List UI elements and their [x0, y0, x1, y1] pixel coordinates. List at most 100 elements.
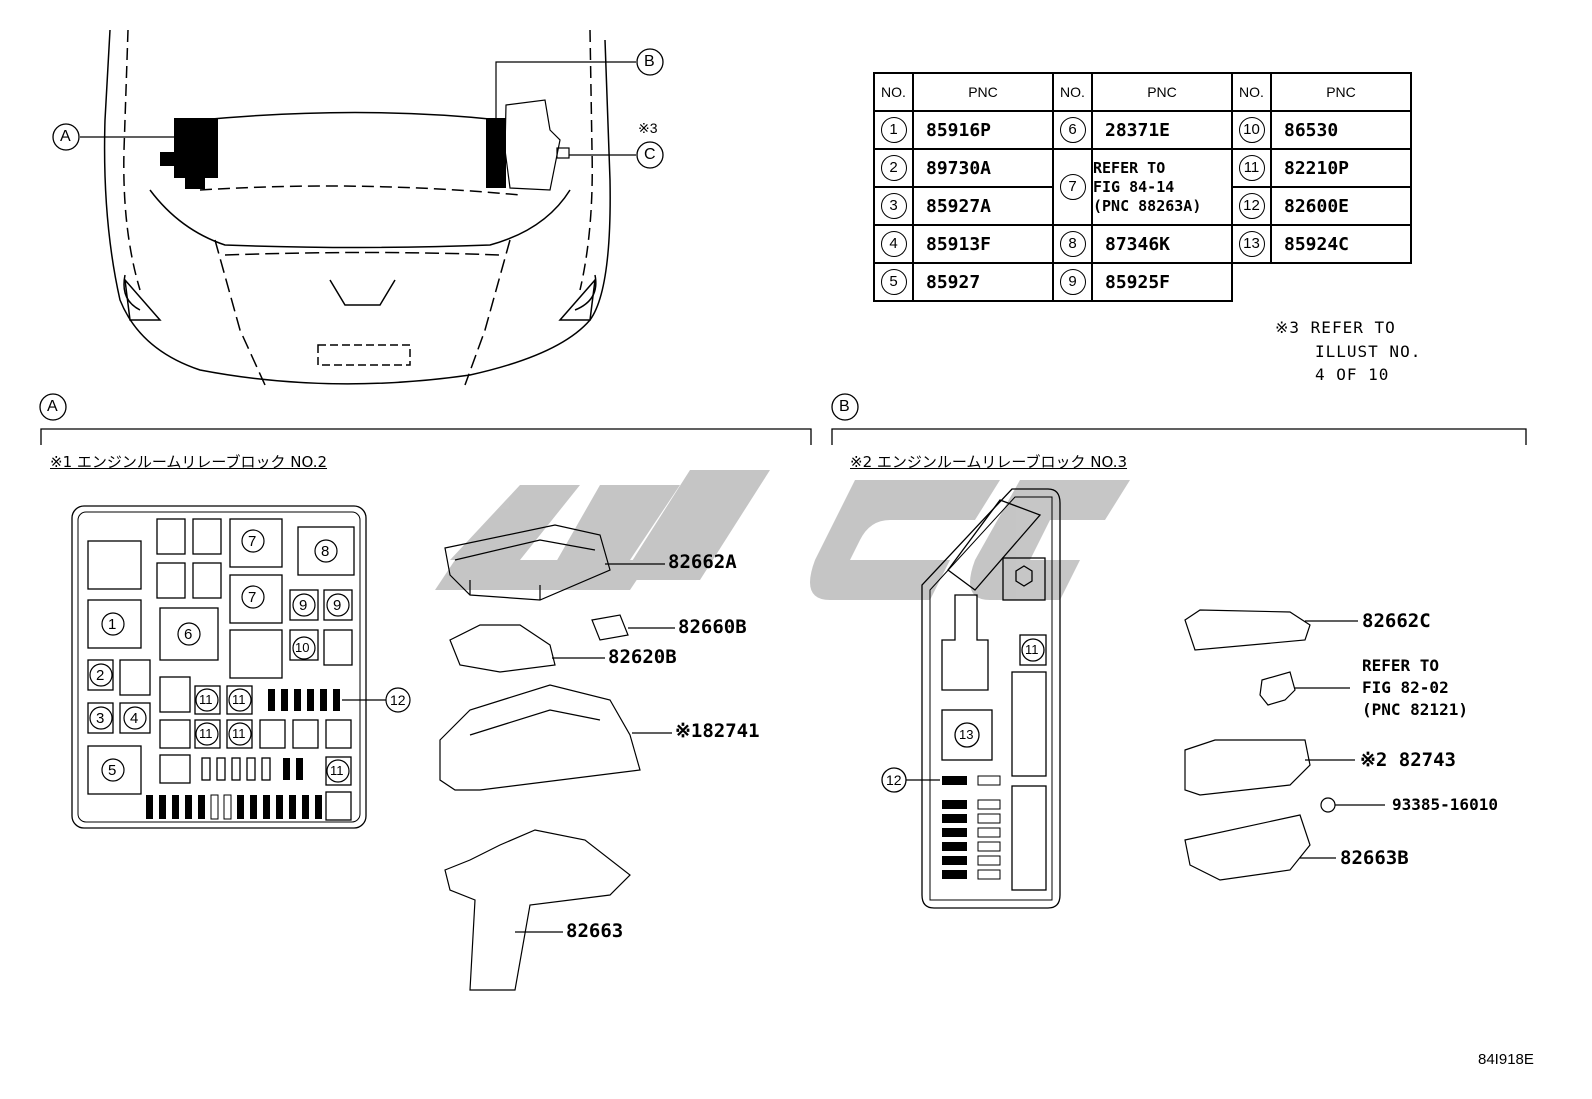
pnc-cell: 85924C: [1270, 224, 1412, 264]
part-number-82741: ※182741: [675, 720, 760, 742]
item-number: 8: [1059, 231, 1086, 257]
car-outline: [103, 29, 611, 386]
note3-line1: ※3 REFER TO: [1275, 318, 1396, 337]
part-number-82660b: 82660B: [678, 616, 747, 638]
block-label: 13: [959, 727, 974, 742]
section-b-title: ※2 エンジンルームリレーブロック NO.3: [850, 453, 1128, 471]
block-label: 9: [299, 597, 308, 614]
section-a-title: ※1 エンジンルームリレーブロック NO.2: [50, 453, 328, 471]
item-number: 4: [880, 231, 907, 257]
item-number: 1: [880, 117, 907, 143]
callout-12: 12: [886, 772, 902, 788]
note3-line2: ILLUST NO.: [1315, 342, 1422, 361]
block-label: 7: [248, 589, 257, 606]
table-row: 3 85927A 12 82600E: [873, 186, 1412, 226]
car-relay-block-a: [160, 118, 218, 189]
relay-block-no2-outline-fuses: [210, 794, 232, 820]
note3-line3: 4 OF 10: [1315, 365, 1390, 384]
item-number: 5: [880, 269, 907, 295]
table-header: PNC: [1270, 72, 1412, 112]
table-header: NO.: [1231, 72, 1272, 112]
pnc-cell-refer: REFER TO FIG 84-14 (PNC 88263A): [1091, 148, 1233, 226]
part-number-82662c: 82662C: [1362, 610, 1431, 632]
pnc-cell: 85913F: [912, 224, 1054, 264]
block-label: 11: [232, 726, 246, 741]
item-number: 13: [1238, 231, 1265, 257]
table-header-row: NO. PNC NO. PNC NO. PNC: [873, 72, 1412, 112]
part-number-82663: 82663: [566, 920, 624, 942]
pnc-cell: 89730A: [912, 148, 1054, 188]
callout-b-label: B: [644, 53, 655, 70]
table-row: 1 85916P 6 28371E 10 86530: [873, 110, 1412, 150]
block-label: 1: [108, 616, 117, 633]
section-a-parts: [439, 524, 675, 991]
table-row: 5 85927 9 85925F: [873, 262, 1411, 302]
item-number: 6: [1059, 117, 1086, 143]
pnc-cell: 82600E: [1270, 186, 1412, 226]
pnc-cell: 85925F: [1091, 262, 1233, 302]
item-number: 2: [880, 155, 907, 181]
callout-c-label: C: [644, 146, 656, 163]
callout-circles: [39, 48, 859, 421]
pnc-cell: 85927A: [912, 186, 1054, 226]
pnc-cell: 87346K: [1091, 224, 1233, 264]
pnc-cell: 28371E: [1091, 110, 1233, 150]
refer-line3: (PNC 82121): [1362, 700, 1468, 719]
part-number-93385-16010: 93385-16010: [1392, 795, 1498, 814]
table-row: 2 89730A 7 REFER TO FIG 84-14 (PNC 88263…: [873, 148, 1412, 226]
section-a-letter: A: [47, 398, 58, 415]
block-label: 9: [333, 597, 342, 614]
part-number-82662a: 82662A: [668, 551, 737, 573]
part-number-82663b: 82663B: [1340, 847, 1409, 869]
section-bars: [40, 428, 1527, 445]
block-label: 7: [248, 533, 257, 550]
block-label: 3: [96, 710, 105, 727]
block-label: 2: [96, 667, 105, 684]
pnc-cell: 85916P: [912, 110, 1054, 150]
pnc-cell: 86530: [1270, 110, 1412, 150]
section-b-letter: B: [839, 398, 850, 415]
block-label: 11: [1025, 642, 1039, 657]
table-header: NO.: [873, 72, 914, 112]
relay-block-no2: [71, 505, 367, 829]
table-row: 4 85913F 8 87346K 13 85924C: [873, 224, 1412, 264]
relay-block-no2-fuses: [146, 689, 340, 819]
block-label: 11: [330, 763, 344, 778]
block-label: 6: [184, 626, 193, 643]
block-label: 10: [295, 640, 310, 655]
callout-12: 12: [390, 692, 406, 708]
item-number: 3: [880, 193, 907, 219]
callout-leaders: [80, 61, 636, 156]
item-number: 11: [1238, 155, 1265, 181]
table-header: NO.: [1052, 72, 1093, 112]
part-number-82743: ※2 82743: [1360, 749, 1456, 771]
block-label: 11: [232, 692, 246, 707]
relay-block-no2-label-circles: [89, 529, 411, 783]
figure-code: 84I918E: [1478, 1051, 1534, 1068]
refer-line2: FIG 82-02: [1362, 678, 1449, 697]
pnc-table: NO. PNC NO. PNC NO. PNC 1 85916P 6 28371…: [873, 72, 1412, 302]
item-number: 7: [1059, 174, 1086, 200]
item-number: 9: [1059, 269, 1086, 295]
block-label: 11: [199, 726, 213, 741]
relay-block-no3: [881, 488, 1061, 909]
part-number-82620b: 82620B: [608, 646, 677, 668]
watermark-logo: [435, 470, 1130, 600]
item-number: 12: [1238, 193, 1265, 219]
pnc-cell: 82210P: [1270, 148, 1412, 188]
car-relay-block-b: [486, 99, 570, 191]
block-label: 4: [130, 710, 139, 727]
item-number: 10: [1238, 117, 1265, 143]
callout-a-label: A: [60, 128, 71, 145]
refer-line1: REFER TO: [1362, 656, 1440, 675]
table-header: PNC: [912, 72, 1054, 112]
block-label: 5: [108, 762, 117, 779]
callout-star3-label: ※3: [638, 120, 658, 136]
block-label: 8: [321, 543, 330, 560]
relay-block-no3-fuses: [942, 776, 967, 879]
pnc-cell: 85927: [912, 262, 1054, 302]
section-b-parts: [1184, 609, 1385, 881]
table-header: PNC: [1091, 72, 1233, 112]
